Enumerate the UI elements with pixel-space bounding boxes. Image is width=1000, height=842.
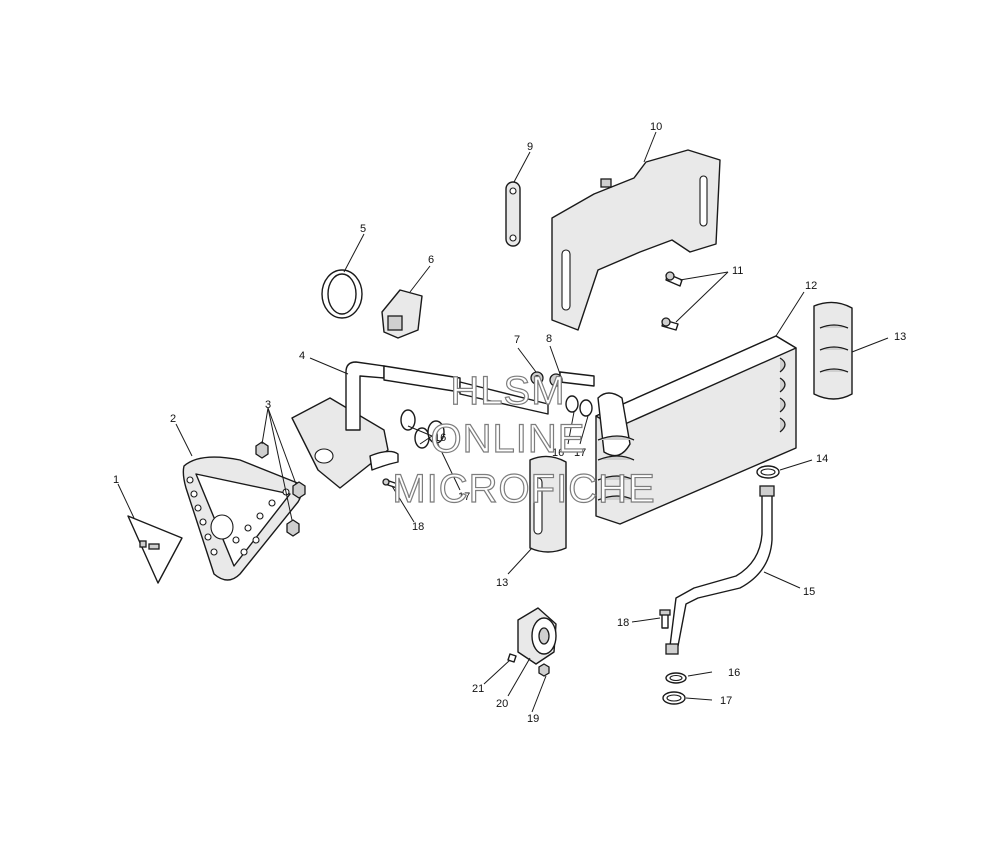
parts-16-17-seal-washers	[400, 395, 687, 705]
callout-10: 10	[650, 121, 662, 133]
callout-7: 7	[514, 334, 520, 346]
part-12-oil-cooler	[595, 335, 797, 525]
part-5-hose-clamp	[321, 269, 363, 319]
callout-17-mid: 17	[574, 447, 586, 459]
callout-2: 2	[170, 413, 176, 425]
callout-17-left: 17	[458, 491, 470, 503]
callout-14: 14	[816, 453, 828, 465]
callout-5: 5	[360, 223, 366, 235]
callout-8: 8	[546, 333, 552, 345]
callout-1: 1	[113, 474, 119, 486]
part-18-screws	[382, 478, 671, 629]
part-11-bolts	[661, 271, 683, 331]
part-9-link-strap	[505, 181, 521, 247]
callout-6: 6	[428, 254, 434, 266]
callout-18-right: 18	[617, 617, 629, 629]
callout-13-lower: 13	[496, 577, 508, 589]
part-13-insulator-lower	[529, 455, 567, 553]
part-15-oil-line	[665, 485, 775, 655]
part-13-insulator-upper	[813, 301, 853, 400]
part-7-nut	[530, 371, 544, 385]
callout-9: 9	[527, 141, 533, 153]
callout-numbers: 1 2 3 4 5 6 7 8 9 10 11 12 13 13 14 15 1…	[113, 121, 906, 725]
watermark-line-1: HLSM	[450, 369, 565, 413]
callout-19: 19	[527, 713, 539, 725]
part-4-bracket-and-lines	[291, 361, 549, 489]
part-14-o-ring	[756, 465, 780, 479]
callout-20: 20	[496, 698, 508, 710]
callout-12: 12	[805, 280, 817, 292]
part-2-grille-cover	[182, 456, 303, 581]
callout-11: 11	[732, 265, 743, 277]
callout-18-left: 18	[412, 521, 424, 533]
callout-4: 4	[299, 350, 305, 362]
callout-3: 3	[265, 399, 271, 411]
callout-17-right: 17	[720, 695, 732, 707]
part-8-fitting	[549, 371, 595, 387]
part-6-rubber-mount	[381, 289, 423, 339]
callout-13-upper: 13	[894, 331, 906, 343]
parts-19-21-horn-assembly	[507, 607, 557, 677]
part-3-fasteners	[255, 441, 306, 537]
watermark-line-3: MICROFICHE	[392, 467, 655, 511]
watermark: HLSM ONLINE MICROFICHE	[392, 368, 656, 511]
callout-16-left: 16	[434, 432, 446, 444]
callout-15: 15	[803, 586, 815, 598]
watermark-line-2: ONLINE	[431, 417, 586, 461]
part-10-mounting-bracket	[551, 149, 721, 331]
callout-16-mid: 16	[552, 447, 564, 459]
leader-lines	[117, 131, 889, 713]
callout-16-right: 16	[728, 667, 740, 679]
callout-21: 21	[472, 683, 484, 695]
part-1-badge-plate	[127, 515, 183, 584]
